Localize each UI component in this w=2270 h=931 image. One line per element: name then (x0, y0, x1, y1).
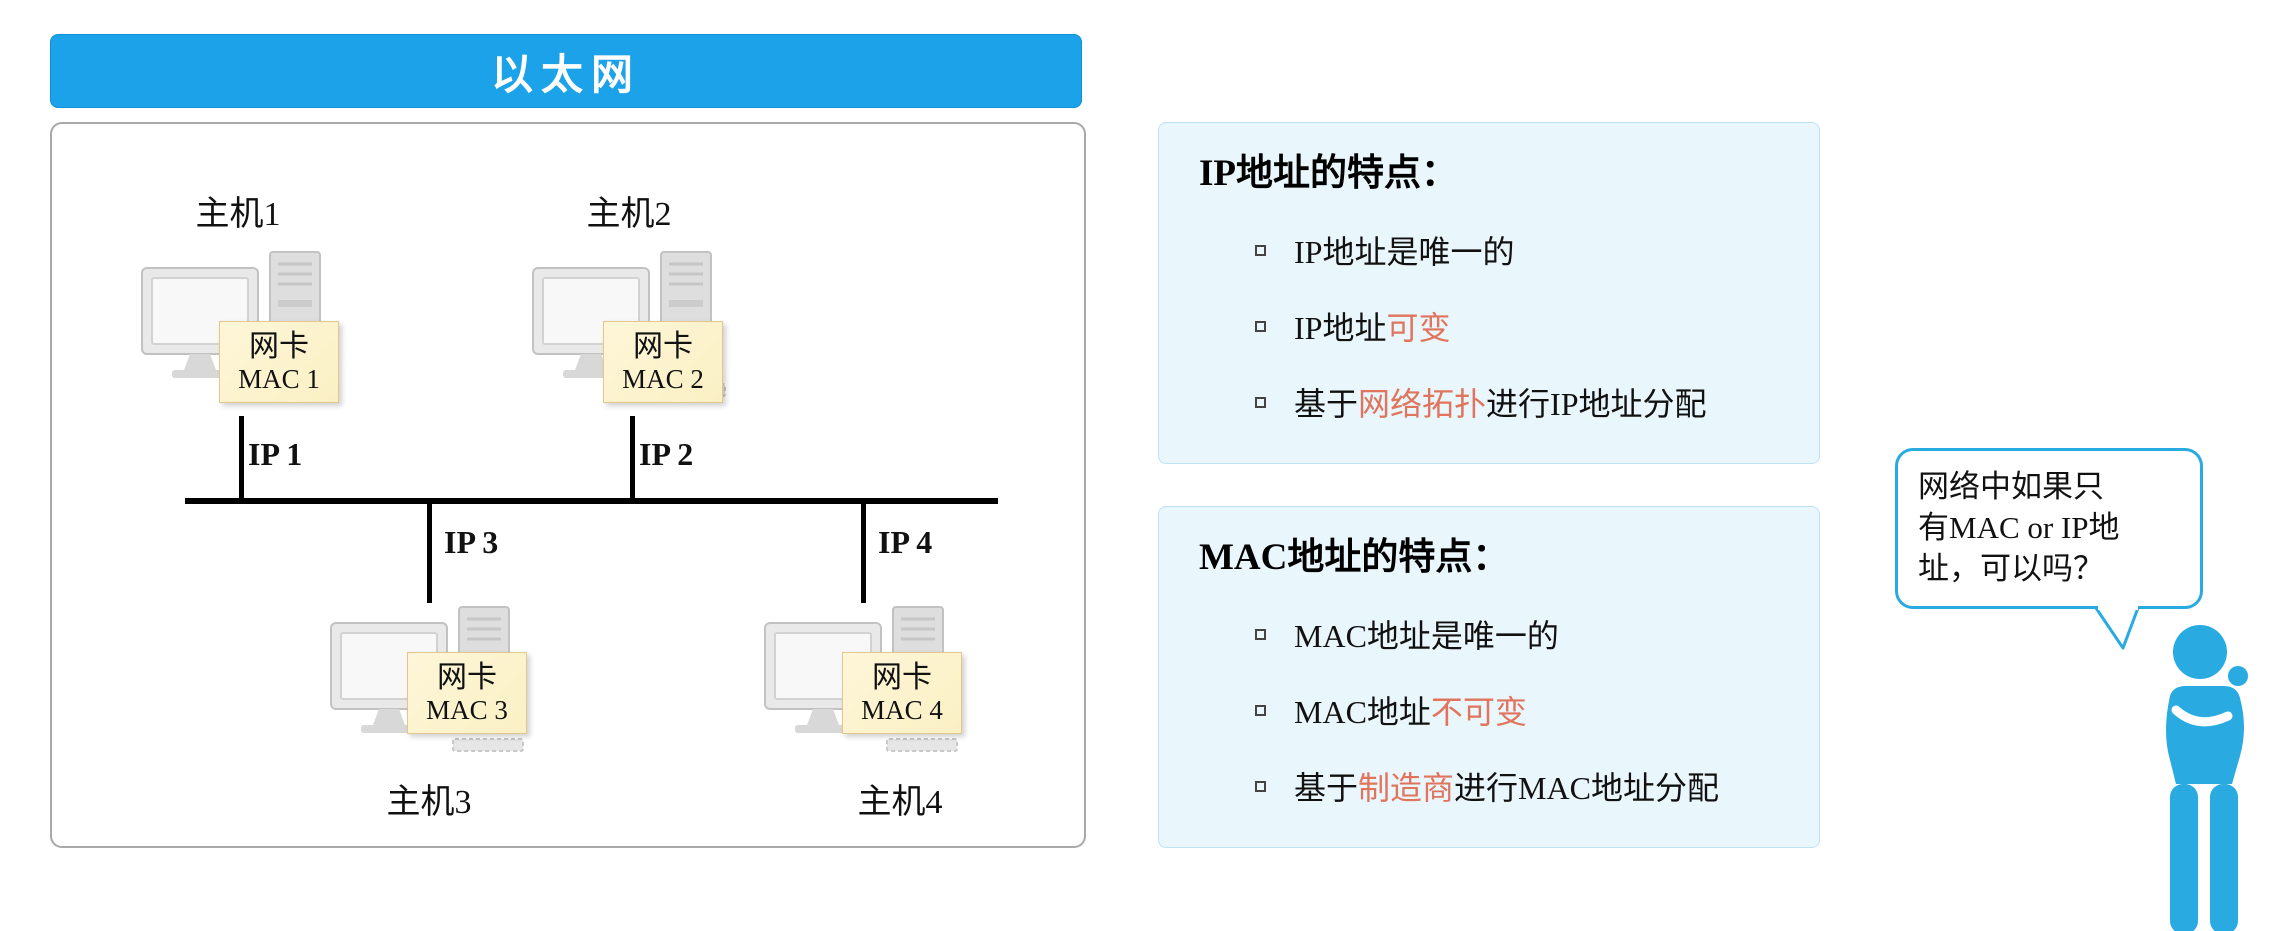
mac-features-panel: MAC地址的特点： MAC地址是唯一的 MAC地址不可变 基于制造商进行MAC地… (1158, 506, 1820, 848)
panel-title: MAC地址的特点： (1199, 537, 1510, 578)
ip-features-panel: IP地址的特点： IP地址是唯一的 IP地址可变 基于网络拓扑进行IP地址分配 (1158, 122, 1820, 464)
list-item: MAC地址不可变 (1255, 687, 1779, 733)
speech-line: 址，可以吗？ (1918, 550, 2104, 586)
list-item: 基于制造商进行MAC地址分配 (1255, 763, 1779, 809)
item-text: 基于网络拓扑进行IP地址分配 (1294, 379, 1707, 425)
item-text-pre: 基于 (1294, 770, 1359, 806)
item-text-highlight: 制造商 (1358, 770, 1455, 806)
host1-drop-line (239, 416, 244, 500)
mac-address: MAC 4 (861, 694, 943, 725)
item-text-pre: IP地址是唯一的 (1294, 234, 1515, 270)
list-item: IP地址是唯一的 (1255, 227, 1779, 273)
mac-address: MAC 1 (238, 363, 320, 394)
speech-line: 有MAC or IP地 (1918, 509, 2120, 545)
item-text: MAC地址是唯一的 (1294, 611, 1559, 657)
item-text: IP地址可变 (1294, 303, 1450, 349)
ethernet-diagram: 主机1 主机2 主机3 主机4 网卡 MAC 1 网卡 MAC 2 网卡 MAC… (50, 122, 1086, 848)
bullet-square-icon (1255, 396, 1266, 408)
nic-label: 网卡 (249, 329, 309, 363)
item-text-highlight: 网络拓扑 (1358, 386, 1487, 422)
list-item: 基于网络拓扑进行IP地址分配 (1255, 379, 1779, 425)
mac-address: MAC 2 (622, 363, 704, 394)
host3-nic-note: 网卡 MAC 3 (407, 652, 527, 734)
item-text: 基于制造商进行MAC地址分配 (1294, 763, 1719, 809)
bullet-square-icon (1255, 780, 1266, 792)
item-text-pre: 基于 (1294, 386, 1359, 422)
speech-bubble: 网络中如果只 有MAC or IP地 址，可以吗？ (1895, 448, 2203, 609)
host2-ip-label: IP 2 (639, 436, 694, 472)
host2-nic-note: 网卡 MAC 2 (603, 321, 723, 403)
host2-label: 主机2 (586, 196, 672, 233)
item-text-pre: IP地址 (1294, 310, 1387, 346)
bullet-square-icon (1255, 320, 1266, 332)
item-text-pre: MAC地址 (1294, 694, 1431, 730)
nic-label: 网卡 (872, 660, 932, 694)
item-text: IP地址是唯一的 (1294, 227, 1514, 273)
host2-drop-line (630, 416, 635, 500)
host4-drop-line (861, 502, 866, 603)
host4-label: 主机4 (857, 784, 943, 821)
host1-ip-label: IP 1 (248, 436, 303, 472)
item-text-post: 进行MAC地址分配 (1454, 770, 1719, 806)
bullet-square-icon (1255, 628, 1266, 640)
item-text-highlight: 不可变 (1430, 694, 1527, 730)
host3-label: 主机3 (386, 784, 472, 821)
list-item: MAC地址是唯一的 (1255, 611, 1779, 657)
host4-nic-note: 网卡 MAC 4 (842, 652, 962, 734)
ethernet-bus-line (185, 498, 998, 504)
ethernet-header: 以太网 (50, 34, 1082, 108)
bullet-square-icon (1255, 244, 1266, 256)
host3-ip-label: IP 3 (444, 524, 499, 560)
thinking-person-icon (2166, 625, 2248, 931)
list-item: IP地址可变 (1255, 303, 1779, 349)
speech-line: 网络中如果只 (1918, 469, 2104, 504)
host3-drop-line (427, 502, 432, 603)
nic-label: 网卡 (633, 329, 693, 363)
host1-label: 主机1 (195, 196, 281, 233)
item-text: MAC地址不可变 (1294, 687, 1527, 733)
bullet-square-icon (1255, 704, 1266, 716)
mac-address: MAC 3 (426, 694, 508, 725)
nic-label: 网卡 (437, 660, 497, 694)
host4-ip-label: IP 4 (878, 524, 933, 560)
host1-nic-note: 网卡 MAC 1 (219, 321, 339, 403)
item-text-highlight: 可变 (1386, 310, 1451, 346)
item-text-pre: MAC地址是唯一的 (1294, 618, 1559, 654)
panel-title: IP地址的特点： (1199, 153, 1458, 194)
speech-bubble-tail (2094, 606, 2140, 650)
item-text-post: 进行IP地址分配 (1486, 386, 1707, 422)
